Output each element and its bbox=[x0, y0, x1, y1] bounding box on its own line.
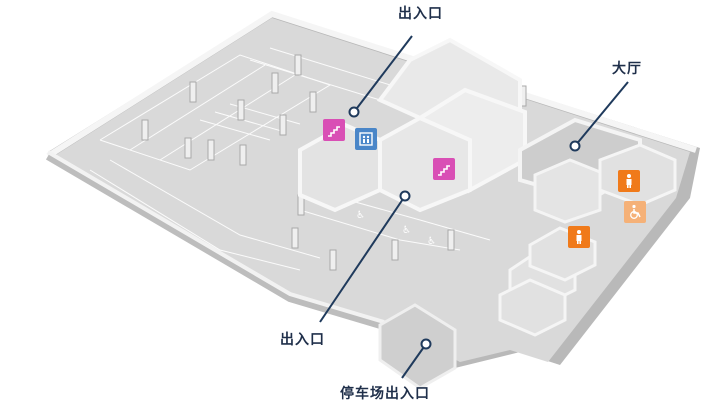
elevator-icon[interactable] bbox=[355, 128, 377, 150]
lobby-label: 大厅 bbox=[612, 61, 642, 77]
svg-text:♿: ♿ bbox=[427, 236, 436, 247]
accessible-restroom-icon[interactable] bbox=[624, 201, 646, 223]
entrance-center-marker[interactable] bbox=[399, 190, 411, 202]
leader-dots bbox=[348, 106, 581, 350]
parking-entrance-marker[interactable] bbox=[420, 338, 432, 350]
svg-text:♿: ♿ bbox=[356, 210, 365, 221]
parking-ramp bbox=[378, 303, 457, 390]
entrance-top-label: 出入口 bbox=[398, 6, 443, 22]
accessible-parking-marks: ♿ ♿ ♿ bbox=[356, 210, 436, 247]
columns bbox=[141, 54, 527, 271]
leader-lines bbox=[319, 35, 629, 379]
lobby-marker[interactable] bbox=[569, 140, 581, 152]
entrance-center-label: 出入口 bbox=[280, 332, 325, 348]
svg-text:♿: ♿ bbox=[402, 225, 411, 236]
stairs-icon[interactable] bbox=[323, 119, 345, 141]
restroom-icon[interactable] bbox=[568, 226, 590, 248]
restroom-icon[interactable] bbox=[618, 170, 640, 192]
parking-entrance-label: 停车场出入口 bbox=[340, 386, 430, 402]
entrance-top-marker[interactable] bbox=[348, 106, 360, 118]
stairs-icon[interactable] bbox=[433, 158, 455, 180]
